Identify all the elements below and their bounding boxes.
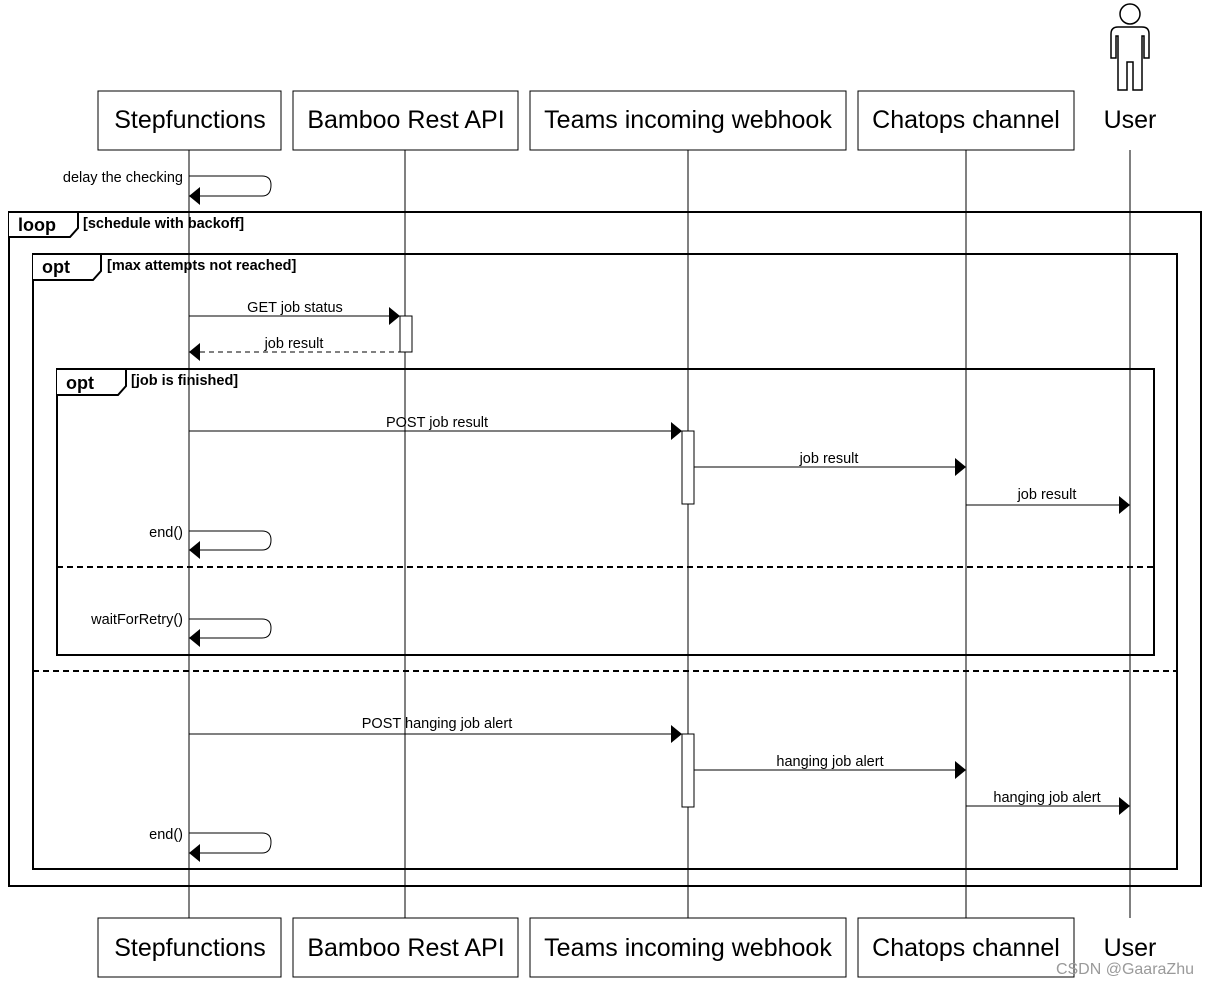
arrowhead-icon (671, 725, 682, 743)
participants-top: Stepfunctions Bamboo Rest API Teams inco… (97, 3, 1157, 151)
fragment-opt-inner: opt [job is finished] (56, 368, 1155, 656)
message-post-job-result: POST job result (189, 415, 682, 440)
fragment-loop-frame (8, 211, 1202, 887)
message-label: POST job result (386, 415, 488, 431)
arrowhead-icon (189, 187, 200, 205)
fragment-loop-operator: loop (18, 215, 56, 235)
fragment-opt-outer-frame (32, 253, 1178, 870)
fragment-opt-outer-operator: opt (42, 257, 70, 277)
participant-box-stepfunctions-top (97, 90, 282, 151)
activation-teams-webhook-2 (681, 733, 695, 808)
fragment-opt-inner-frame (56, 368, 1155, 656)
participant-box-chatops-channel-bottom (857, 917, 1075, 978)
message-job-result-chatops: job result (694, 451, 966, 476)
message-label: POST hanging job alert (362, 716, 512, 732)
participant-label-stepfunctions-top: Stepfunctions (114, 106, 266, 134)
participant-box-bamboo-rest-api-top (292, 90, 519, 151)
participant-box-teams-incoming-webhook-top (529, 90, 847, 151)
fragment-loop-guard: [schedule with backoff] (83, 216, 244, 232)
participant-label-stepfunctions-bottom: Stepfunctions (114, 934, 266, 962)
message-get-job-status: GET job status (189, 300, 400, 325)
participant-label-user-bottom: User (1104, 934, 1157, 962)
message-end-2: end() (149, 827, 272, 862)
fragment-opt-inner-guard: [job is finished] (131, 373, 238, 389)
participant-label-teams-incoming-webhook-top: Teams incoming webhook (544, 106, 832, 134)
user-actor-icon (1110, 3, 1150, 91)
fragment-opt-outer-guard: [max attempts not reached] (107, 258, 297, 274)
message-post-hanging-job-alert: POST hanging job alert (189, 716, 682, 743)
participant-label-bamboo-rest-api-bottom: Bamboo Rest API (307, 934, 504, 962)
participants-bottom: Stepfunctions Bamboo Rest API Teams inco… (97, 917, 1157, 978)
message-hanging-user: hanging job alert (966, 790, 1130, 815)
participant-label-bamboo-rest-api-top: Bamboo Rest API (307, 106, 504, 134)
message-delay-the-checking: delay the checking (63, 170, 272, 205)
arrowhead-icon (671, 422, 682, 440)
arrowhead-icon (189, 541, 200, 559)
message-hanging-chatops: hanging job alert (694, 754, 966, 779)
arrowhead-icon (189, 343, 200, 361)
fragment-opt-inner-operator: opt (66, 373, 94, 393)
message-label: hanging job alert (993, 790, 1100, 806)
activation-bamboo-rest-api (399, 315, 413, 353)
participant-label-user-top: User (1104, 106, 1157, 134)
arrowhead-icon (1119, 496, 1130, 514)
activation-teams-webhook-1 (681, 430, 695, 505)
message-label: delay the checking (63, 170, 183, 186)
arrowhead-icon (189, 844, 200, 862)
arrowhead-icon (189, 629, 200, 647)
message-label: job result (1017, 487, 1077, 503)
message-job-result-user: job result (966, 487, 1130, 514)
message-label: end() (149, 827, 183, 843)
message-label: end() (149, 525, 183, 541)
message-label: job result (799, 451, 859, 467)
message-job-result-reply: job result (189, 336, 400, 361)
message-label: GET job status (247, 300, 343, 316)
fragment-loop: loop [schedule with backoff] (8, 211, 1202, 887)
arrowhead-icon (389, 307, 400, 325)
message-label: hanging job alert (776, 754, 883, 770)
participant-box-chatops-channel-top (857, 90, 1075, 151)
participant-box-stepfunctions-bottom (97, 917, 282, 978)
lifelines (188, 150, 1131, 918)
arrowhead-icon (955, 458, 966, 476)
arrowhead-icon (955, 761, 966, 779)
message-label: waitForRetry() (90, 612, 183, 628)
message-end-1: end() (149, 525, 272, 559)
participant-box-bamboo-rest-api-bottom (292, 917, 519, 978)
participant-label-chatops-channel-top: Chatops channel (872, 106, 1060, 134)
participant-box-teams-incoming-webhook-bottom (529, 917, 847, 978)
message-label: job result (264, 336, 324, 352)
message-wait-for-retry: waitForRetry() (90, 612, 272, 647)
participant-label-chatops-channel-bottom: Chatops channel (872, 934, 1060, 962)
fragment-opt-outer: opt [max attempts not reached] (32, 253, 1178, 870)
participant-label-teams-incoming-webhook-bottom: Teams incoming webhook (544, 934, 832, 962)
arrowhead-icon (1119, 797, 1130, 815)
watermark: CSDN @GaaraZhu (1056, 961, 1194, 978)
